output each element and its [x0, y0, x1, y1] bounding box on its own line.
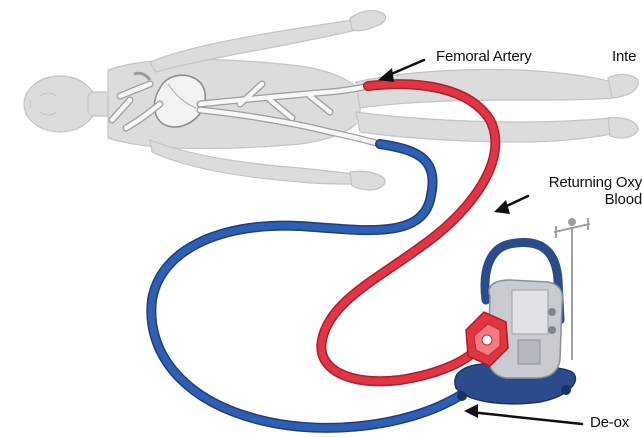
- returning-blood-label: Returning Oxy Blood: [532, 174, 642, 208]
- returning-blood-arrow: [494, 196, 528, 214]
- ecmo-pump-icon: [455, 243, 576, 404]
- returning-blood-label-line2: Blood: [532, 191, 642, 208]
- femoral-artery-label: Femoral Artery: [436, 48, 532, 65]
- returning-blood-label-line1: Returning Oxy: [532, 174, 642, 191]
- deoxygenated-tube: [151, 144, 506, 428]
- internal-label-cut: Inte: [612, 48, 636, 65]
- deoxygenated-label-cut: De-ox: [590, 414, 629, 431]
- deoxygenated-arrow: [464, 404, 582, 424]
- human-body-silhouette: [24, 11, 638, 190]
